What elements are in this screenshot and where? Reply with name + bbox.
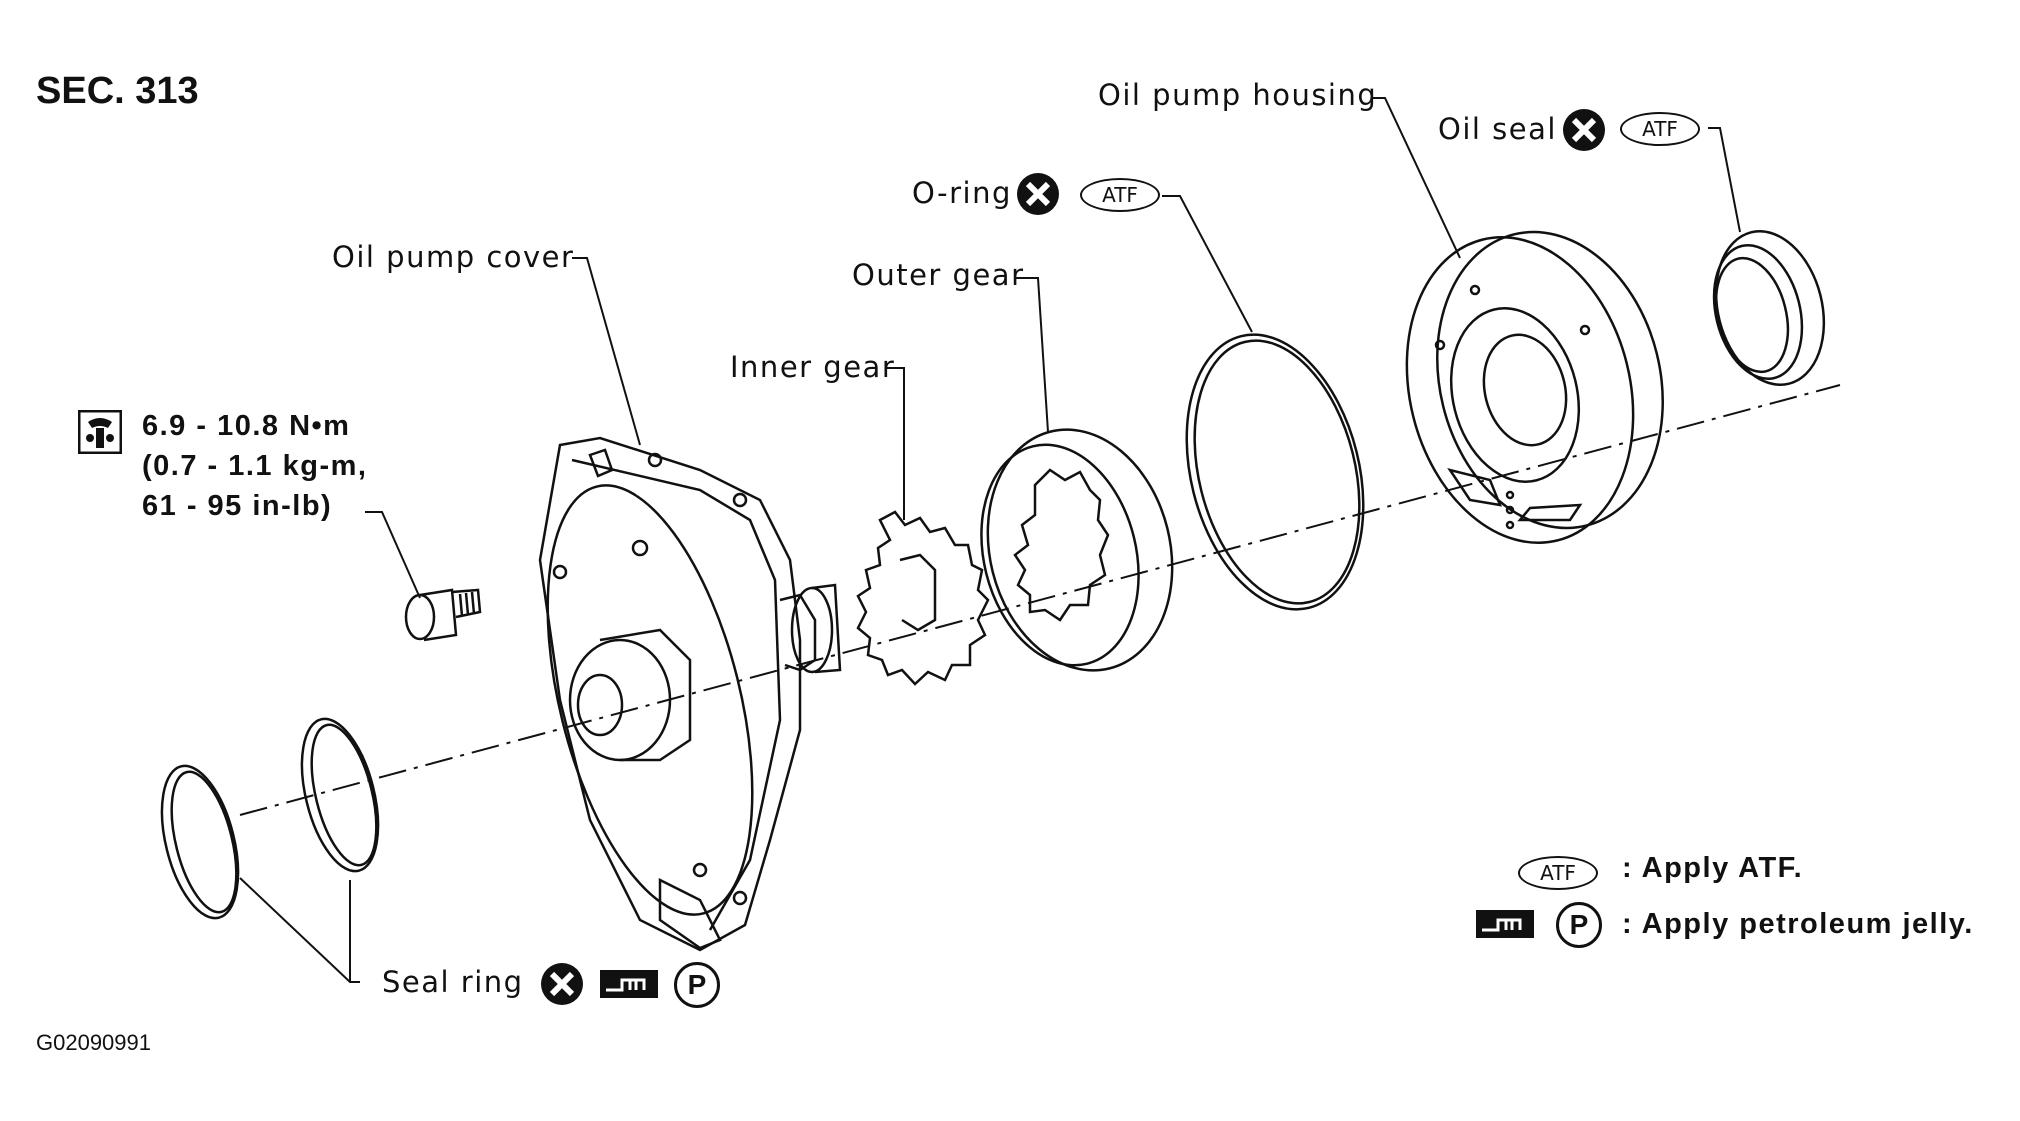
inner-gear-part <box>856 510 990 686</box>
seal-ring-left <box>160 764 240 920</box>
bolt <box>404 588 482 642</box>
center-axis <box>239 384 1841 816</box>
outer-gear-part <box>980 428 1174 672</box>
label-oil-pump-housing: Oil pump housing <box>1098 78 1378 112</box>
replace-x-icon <box>541 963 583 1005</box>
label-o-ring: O-ring <box>912 176 1012 210</box>
legend-p-circle-icon: P <box>1556 902 1602 948</box>
torque-line-2: (0.7 - 1.1 kg-m, <box>142 450 368 482</box>
seal-ring-right <box>300 717 380 873</box>
label-inner-gear: Inner gear <box>730 350 896 384</box>
torque-line-1: 6.9 - 10.8 N•m <box>142 410 351 442</box>
figure-id: G02090991 <box>36 1030 151 1055</box>
label-seal-ring: Seal ring <box>382 965 524 999</box>
legend-atf-text: : Apply ATF. <box>1622 852 1804 884</box>
atf-oval-icon: ATF <box>1620 112 1700 146</box>
atf-oval-icon: ATF <box>1080 178 1160 212</box>
replace-x-icon <box>1017 173 1059 215</box>
legend-jelly-text: : Apply petroleum jelly. <box>1622 908 1974 940</box>
oil-pump-housing-part <box>1405 230 1664 544</box>
leader-lines <box>239 97 1741 983</box>
oil-pump-cover <box>538 436 817 952</box>
petroleum-jelly-icon <box>600 970 658 998</box>
torque-wrench-icon <box>78 410 122 454</box>
section-number: SEC. 313 <box>36 70 199 112</box>
cover-shaft <box>790 583 842 674</box>
label-oil-pump-cover: Oil pump cover <box>332 240 575 274</box>
torque-line-3: 61 - 95 in-lb) <box>142 490 333 522</box>
replace-x-icon <box>1563 109 1605 151</box>
legend-atf-oval-icon: ATF <box>1518 856 1598 890</box>
p-circle-icon: P <box>674 962 720 1008</box>
legend-petroleum-jelly-icon <box>1476 910 1534 938</box>
label-oil-seal: Oil seal <box>1438 112 1557 146</box>
oil-seal-part <box>1712 230 1826 386</box>
o-ring-part <box>1185 333 1365 611</box>
label-outer-gear: Outer gear <box>852 258 1025 292</box>
